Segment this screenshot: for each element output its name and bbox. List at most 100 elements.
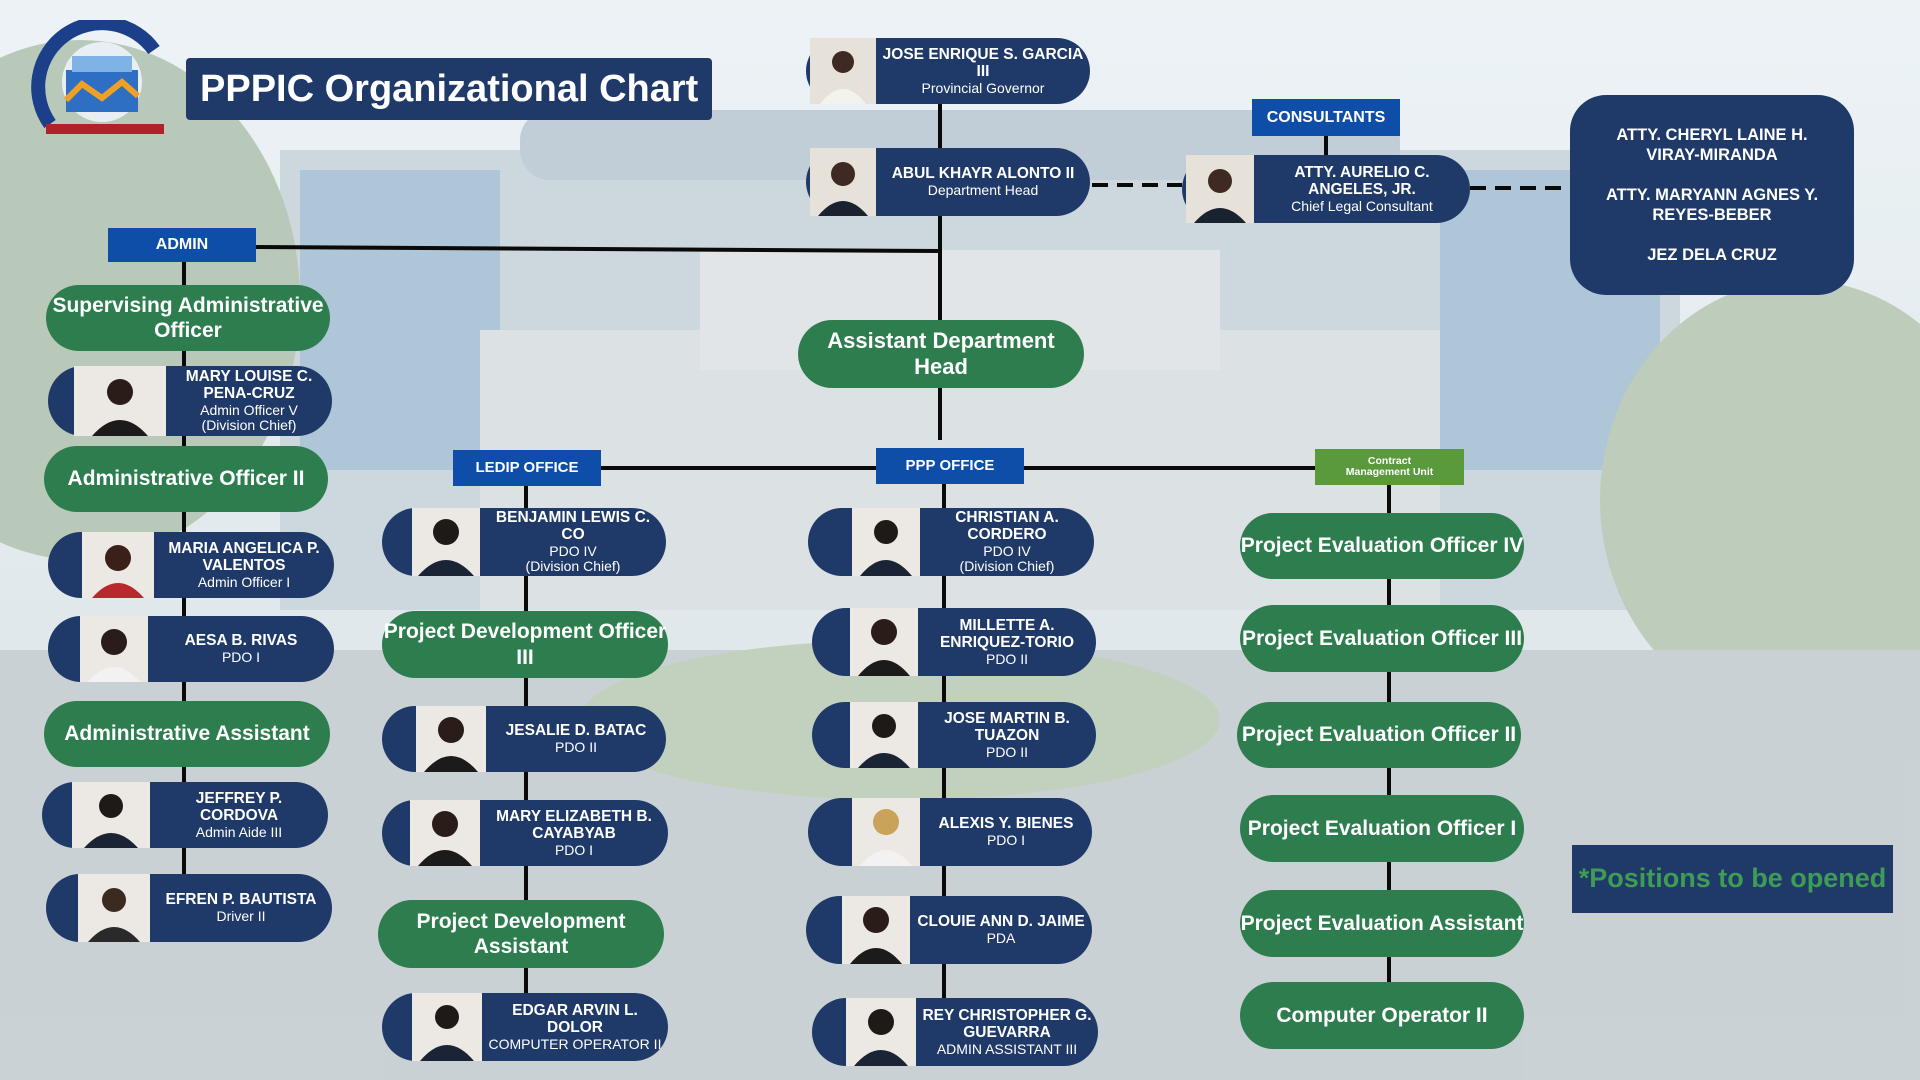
- person-photo: [850, 608, 918, 676]
- position-title: Project Evaluation Officer II: [1241, 723, 1517, 747]
- pppic-logo: [22, 16, 182, 150]
- administrative-assistant: Administrative Assistant: [44, 701, 330, 767]
- project-evaluation-officer-ii: Project Evaluation Officer II: [1237, 702, 1521, 768]
- person-role: PDA: [986, 929, 1016, 946]
- person-name: MARY LOUISE C. PENA-CRUZ: [185, 367, 313, 403]
- person-name: EFREN P. BAUTISTA: [165, 891, 317, 909]
- assistant-department-head: Assistant Department Head: [798, 320, 1084, 388]
- position-title: Supervising Administrative Officer: [52, 293, 324, 342]
- person-photo: [78, 874, 150, 942]
- person-name: CLOUIE ANN D. JAIME: [917, 913, 1085, 931]
- person-photo: [852, 798, 920, 866]
- person-name: MARY ELIZABETH B. CAYABYAB: [496, 807, 652, 843]
- position-title: Project Development Officer III: [383, 620, 667, 669]
- assistant-department-head-label: Assistant Department Head: [827, 327, 1055, 379]
- consultants-list: ATTY. CHERYL LAINE H. VIRAY-MIRANDA ATTY…: [1570, 95, 1854, 295]
- consultant-member: JEZ DELA CRUZ: [1647, 246, 1777, 265]
- position-title: Project Development Assistant: [416, 909, 626, 958]
- supervising-administrative-officer: Supervising Administrative Officer: [46, 285, 330, 351]
- chief-legal-consultant-card: ATTY. AURELIO C. ANGELES, JR.Chief Legal…: [1182, 155, 1470, 223]
- person-role: PDO IV: [549, 542, 597, 559]
- person-role: PDO II: [985, 743, 1028, 760]
- person-photo: [72, 782, 150, 848]
- governor-role: Provincial Governor: [921, 79, 1045, 96]
- person-name: MARIA ANGELICA P. VALENTOS: [168, 539, 320, 575]
- department-head-name: ABUL KHAYR ALONTO II: [891, 165, 1075, 183]
- project-development-assistant: Project Development Assistant: [378, 900, 664, 968]
- person-photo: [410, 800, 480, 866]
- person-photo: [852, 508, 920, 576]
- person-name: REY CHRISTOPHER G. GUEVARRA: [922, 1006, 1092, 1042]
- ledip-office-label: LEDIP OFFICE: [453, 450, 601, 486]
- person-role: PDO I: [986, 831, 1026, 848]
- person-name: AESA B. RIVAS: [184, 632, 298, 650]
- person-name: BENJAMIN LEWIS C. CO: [495, 508, 651, 544]
- project-development-officer-iii: Project Development Officer III: [382, 611, 668, 678]
- project-evaluation-assistant: Project Evaluation Assistant: [1240, 890, 1524, 957]
- person-photo: [850, 702, 918, 768]
- position-title: Administrative Officer II: [67, 467, 305, 491]
- person-role: COMPUTER OPERATOR II: [488, 1035, 662, 1052]
- person-photo: [412, 508, 480, 576]
- person-photo: [82, 532, 154, 598]
- person-name: JEFFREY P. CORDOVA: [195, 789, 283, 825]
- project-evaluation-officer-iii: Project Evaluation Officer III: [1240, 605, 1524, 672]
- position-title: Project Evaluation Officer III: [1241, 626, 1523, 650]
- contract-management-unit-label: Contract Management Unit: [1315, 449, 1464, 485]
- position-title: Computer Operator II: [1276, 1003, 1488, 1027]
- project-evaluation-officer-iv: Project Evaluation Officer IV: [1240, 513, 1524, 579]
- admin-label: ADMIN: [108, 228, 256, 262]
- person-photo: [412, 993, 482, 1061]
- person-photo: [846, 998, 916, 1066]
- administrative-officer-ii: Administrative Officer II: [44, 446, 328, 512]
- consultant-member: ATTY. CHERYL LAINE H. VIRAY-MIRANDA: [1616, 125, 1808, 164]
- position-title: Project Evaluation Officer I: [1247, 816, 1517, 840]
- person-role-detail: (Division Chief): [201, 417, 297, 434]
- person-role: Admin Aide III: [195, 823, 283, 840]
- person-role: PDO IV: [983, 542, 1031, 559]
- department-head-role: Department Head: [927, 181, 1039, 198]
- person-role: PDO II: [554, 738, 597, 755]
- person-photo: [74, 366, 166, 436]
- position-title: Project Evaluation Assistant: [1240, 911, 1524, 935]
- person-name: CHRISTIAN A. CORDERO: [955, 508, 1059, 544]
- person-photo: [842, 896, 910, 964]
- person-name: JESALIE D. BATAC: [505, 722, 647, 740]
- chief-legal-consultant-role: Chief Legal Consultant: [1291, 197, 1433, 214]
- consultants-label: CONSULTANTS: [1252, 99, 1400, 136]
- computer-operator-ii: Computer Operator II: [1240, 982, 1524, 1049]
- page-title: PPPIC Organizational Chart: [186, 58, 712, 120]
- governor-name: JOSE ENRIQUE S. GARCIA III: [882, 45, 1084, 81]
- chief-legal-consultant-name: ATTY. AURELIO C. ANGELES, JR.: [1294, 163, 1430, 199]
- consultant-member: ATTY. MARYANN AGNES Y. REYES-BEBER: [1605, 185, 1819, 225]
- person-role: Admin Officer I: [197, 573, 291, 590]
- governor-photo: [810, 38, 876, 104]
- person-name: JOSE MARTIN B. TUAZON: [944, 709, 1070, 745]
- person-photo: [80, 616, 148, 682]
- person-name: EDGAR ARVIN L. DOLOR: [512, 1001, 638, 1037]
- department-head-photo: [810, 148, 876, 216]
- project-evaluation-officer-i: Project Evaluation Officer I: [1240, 795, 1524, 862]
- person-role: Driver II: [216, 907, 266, 924]
- person-role-detail: (Division Chief): [525, 558, 621, 575]
- position-title: Administrative Assistant: [64, 722, 310, 746]
- chief-legal-consultant-photo: [1186, 155, 1254, 223]
- person-role-detail: (Division Chief): [959, 558, 1055, 575]
- person-photo: [416, 706, 486, 772]
- pppic-seal-logo-icon: [31, 16, 164, 134]
- ppp-office-label: PPP OFFICE: [876, 448, 1024, 484]
